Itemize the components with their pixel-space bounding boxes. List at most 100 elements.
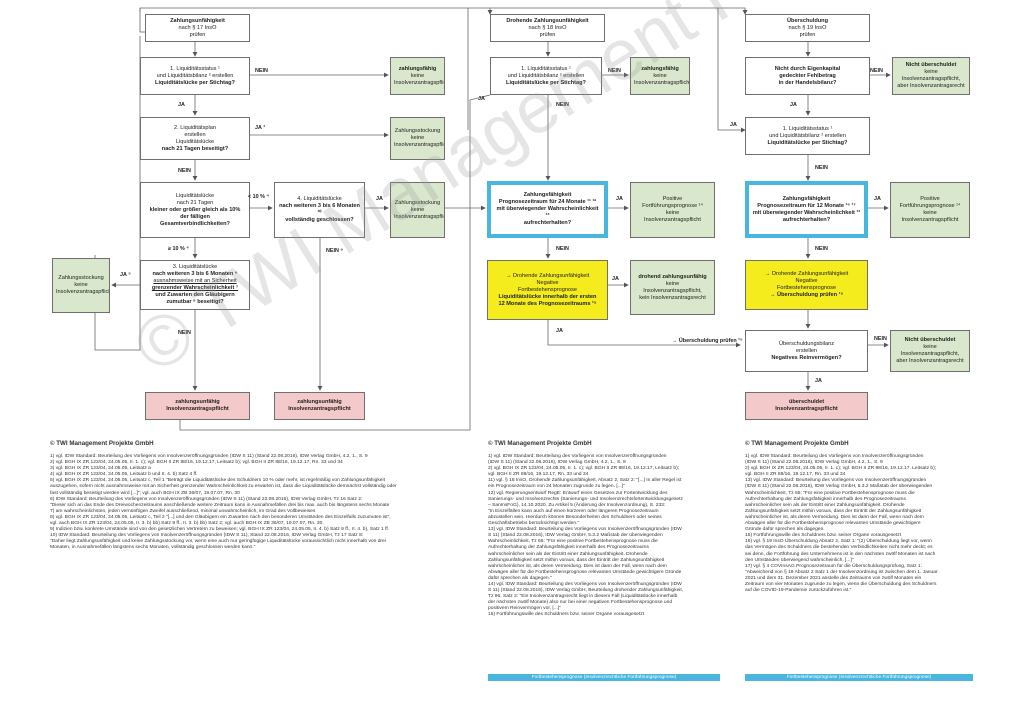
nicht-ueberschuldet-result-2: Nicht überschuldet keine Insolvenzantrag… [890, 330, 970, 372]
prognose-24-monate-check: Zahlungsfähigkeit Prognosezeitraum für 2… [487, 181, 608, 238]
footnote-line: auf die COVID-19-Pandemie zurückzuführen… [745, 588, 852, 594]
box-text: → Drohende Zahlungsunfähigkeit [505, 272, 590, 279]
box-text: der fälligen [180, 213, 210, 220]
footnote-line: Zeitraum von vier Monaten zugrunde zu le… [745, 581, 937, 587]
edge-label-ja: JA [730, 122, 737, 128]
box-text: Insolvenzantragspflicht [634, 79, 690, 86]
nicht-ueberschuldet-result-1: Nicht überschuldet keine Insolvenzantrag… [892, 57, 970, 95]
footnote-line: S 11) (Stand 22.08.2016), IDW Verlag Gmb… [488, 588, 684, 594]
footnote-line: Aufrechterhaltung der Zahlungsfähigkeit … [745, 496, 906, 502]
footnote-line: 14) vgl. IDW Standard: Beurteilung des V… [488, 581, 682, 587]
box-text: Negative [795, 278, 818, 284]
copyright-right: © TWI Management Projekte GmbH [745, 440, 849, 447]
footnote-line: "Abweichend von § 19 Absatz 2 Satz 1 der… [745, 569, 938, 575]
box-text: Nicht überschuldet [905, 62, 957, 68]
box-text: Fortbestehensprognose [517, 286, 578, 293]
box-text: prüfen [539, 31, 556, 38]
box-text: Negatives Reinvermögen? [771, 354, 842, 361]
box-text: nach § 19 InsO [788, 24, 827, 31]
edge-label-ge10: ≥ 10 % ⁴ [168, 246, 189, 252]
box-text: in der Handelsbilanz? [778, 79, 837, 86]
edge-label-nein: NEIN [556, 246, 569, 252]
footnotes-left: 1) vgl. IDW Standard: Beurteilung des Vo… [50, 454, 470, 552]
edge-label-nein: NEIN [815, 246, 828, 252]
box-text: kein Insolvenzantragsrecht [639, 294, 706, 301]
box-text: Zahlungsunfähigkeit [170, 17, 225, 24]
box-text: → Überschuldung prüfen ¹⁵ [769, 292, 844, 298]
liquiditaetsluecke-10-prozent-check: Liquiditätslücke nach 21 Tagen kleiner o… [140, 182, 250, 238]
footnote-line: Gründe dafür sprechen als dagegen. [745, 527, 825, 533]
box-text: Zahlungsstockung [394, 128, 441, 134]
box-text: keine [410, 206, 425, 213]
footnote-line: Wahrscheinlichkeit, Tz 65: "Für eine pos… [745, 490, 915, 496]
footnote-line: (IDW S 11) (Stand 22.08.2016), IDW Verla… [745, 460, 883, 466]
drohend-zahlungsunfaehig-result: drohend zahlungsunfähig keine Insolvenza… [630, 260, 715, 315]
footnote-line: 1) vgl. IDW Standard: Beurteilung des Vo… [50, 454, 368, 459]
liquiditaetsstatus-check-3: 1. Liquiditätsstatus ¹ und Liquiditätsbi… [745, 117, 870, 155]
footnote-line: Sanierungs- und Insolvenzrechts (Sanieru… [488, 496, 683, 502]
edge-label-ja: JA [478, 96, 485, 102]
edge-label-ueberschuldung-pruefen: → Überschuldung prüfen ¹⁵ [672, 338, 743, 344]
box-text: Insolvenzantragspflicht [56, 289, 110, 295]
box-text: Insolvenzantragspflicht [288, 406, 351, 412]
drohende-zahlungsunfaehigkeit-negative-prognose: → Drohende Zahlungsunfähigkeit Negative … [487, 260, 608, 320]
box-text: aber Insolvenzantragsrecht [896, 358, 964, 364]
edge-label-nein: NEIN [874, 336, 887, 342]
edge-label-nein: NEIN [608, 68, 621, 74]
edge-label-ja: JA [815, 378, 822, 384]
box-text: kleiner oder größer gleich als 10% [149, 206, 241, 213]
copyright-left: © TWI Management Projekte GmbH [50, 440, 154, 447]
edge-label-ja: JA [612, 276, 619, 282]
footnote-line: 1) vgl. IDW Standard: Beurteilung des Vo… [745, 454, 924, 459]
liquiditaetsstatus-check-2: 1. Liquiditätsstatus ¹ und Liquiditätsbi… [490, 57, 602, 95]
footnote-line: wahrscheinlicher sein als der Eintritt e… [745, 502, 905, 508]
box-text: keine [923, 210, 937, 216]
box-text: Nicht überschuldet [904, 337, 956, 343]
box-text: Drohende Zahlungsunfähigkeit [506, 17, 589, 24]
box-text: Fortführungsprognose ¹⁴ [642, 203, 703, 209]
box-text: keine [410, 72, 425, 79]
box-text: und Liquiditätsbilanz ² erstellen [507, 72, 585, 79]
box-text: zumutbar ⁸ beseitigt? [166, 299, 224, 305]
footnote-line: 8) vgl. BGH IX ZR 123/04, 24.05.05, Leit… [50, 514, 391, 520]
footnote-line: vgl. BGH II ZR 88/16, 19.12.17, Rn. 33 u… [488, 472, 589, 478]
liquiditaetsstatus-check-1: 1. Liquiditätsstatus ¹ und Liquiditätsbi… [140, 57, 250, 95]
box-text: erstellen [184, 131, 206, 138]
edge-label-ja: JA [874, 196, 881, 202]
box-text: Insolvenzantragspflicht [166, 406, 229, 412]
edge-label-ja: JA [556, 328, 563, 334]
box-text: Insolvenzantragspflicht [394, 79, 444, 86]
box-text: Insolvenzantragspflicht [901, 217, 959, 223]
box-text: Zahlungsfähigkeit [782, 195, 831, 202]
box-text: Insolvenzantragspflicht [394, 142, 444, 148]
ueberschuldung-negative-prognose: → Drohende Zahlungsunfähigkeit Negative … [745, 260, 868, 310]
box-text: vollständig geschlossen? [285, 217, 354, 223]
zahlungsfaehig-result-1: zahlungsfähig keine Insolvenzantragspfli… [390, 57, 445, 95]
footnote-line: 7) am wahrscheinlichsten, jeden vernünft… [50, 508, 316, 514]
footnote-line: 17) vgl. § 4 COVInsAG Prognosezeitraum f… [745, 563, 922, 569]
box-text: Negative [536, 279, 559, 286]
footnote-line: fast vollständig beseitigt werden wird [… [50, 490, 240, 496]
zahlungsstockung-result-3: Zahlungsstockung keine Insolvenzantragsp… [52, 258, 110, 313]
footnote-line: das Vermögen des Schuldners die bestehen… [745, 545, 933, 551]
zahlungsunfaehig-result-1: zahlungsunfähig Insolvenzantragspflicht [145, 392, 250, 420]
footnote-line: Abwägen aller für die Fortbestehensprogn… [745, 521, 921, 527]
edge-label-nein: NEIN [178, 168, 191, 174]
footnote-line: 11) vgl. § 18 InsO, Drohende Zahlungsunf… [488, 478, 682, 484]
footnote-line: abzustellen sein. Hierdurch können Beson… [488, 514, 662, 520]
box-text: und Liquiditätsbilanz ² erstellen [769, 132, 846, 139]
box-text: Liquiditätslücke [175, 192, 215, 199]
box-text: überschuldet [788, 399, 825, 405]
footnote-line: vgl. BGH II ZR 88/16, 19.12.17, Rn. 33 u… [745, 472, 846, 478]
edge-label-nein: NEIN [815, 165, 828, 171]
footnote-line: "Dieser sich an das Ende des Dreiwochenz… [50, 502, 390, 508]
footnote-line: sei denn, die Fortführung des Unternehme… [745, 551, 936, 557]
box-text: Liquiditätslücke per Stichtag? [767, 139, 848, 146]
box-text: Gesamtverbindlichkeiten? [160, 220, 230, 227]
box-text: und Liquiditätsbilanz ² erstellen [156, 72, 234, 79]
box-text: keine [74, 282, 88, 288]
box-text: nach 21 Tagen [176, 199, 214, 206]
box-text: keine [653, 72, 667, 79]
edge-label-nein9: NEIN ⁹ [326, 248, 343, 254]
box-text: keine [410, 135, 425, 141]
